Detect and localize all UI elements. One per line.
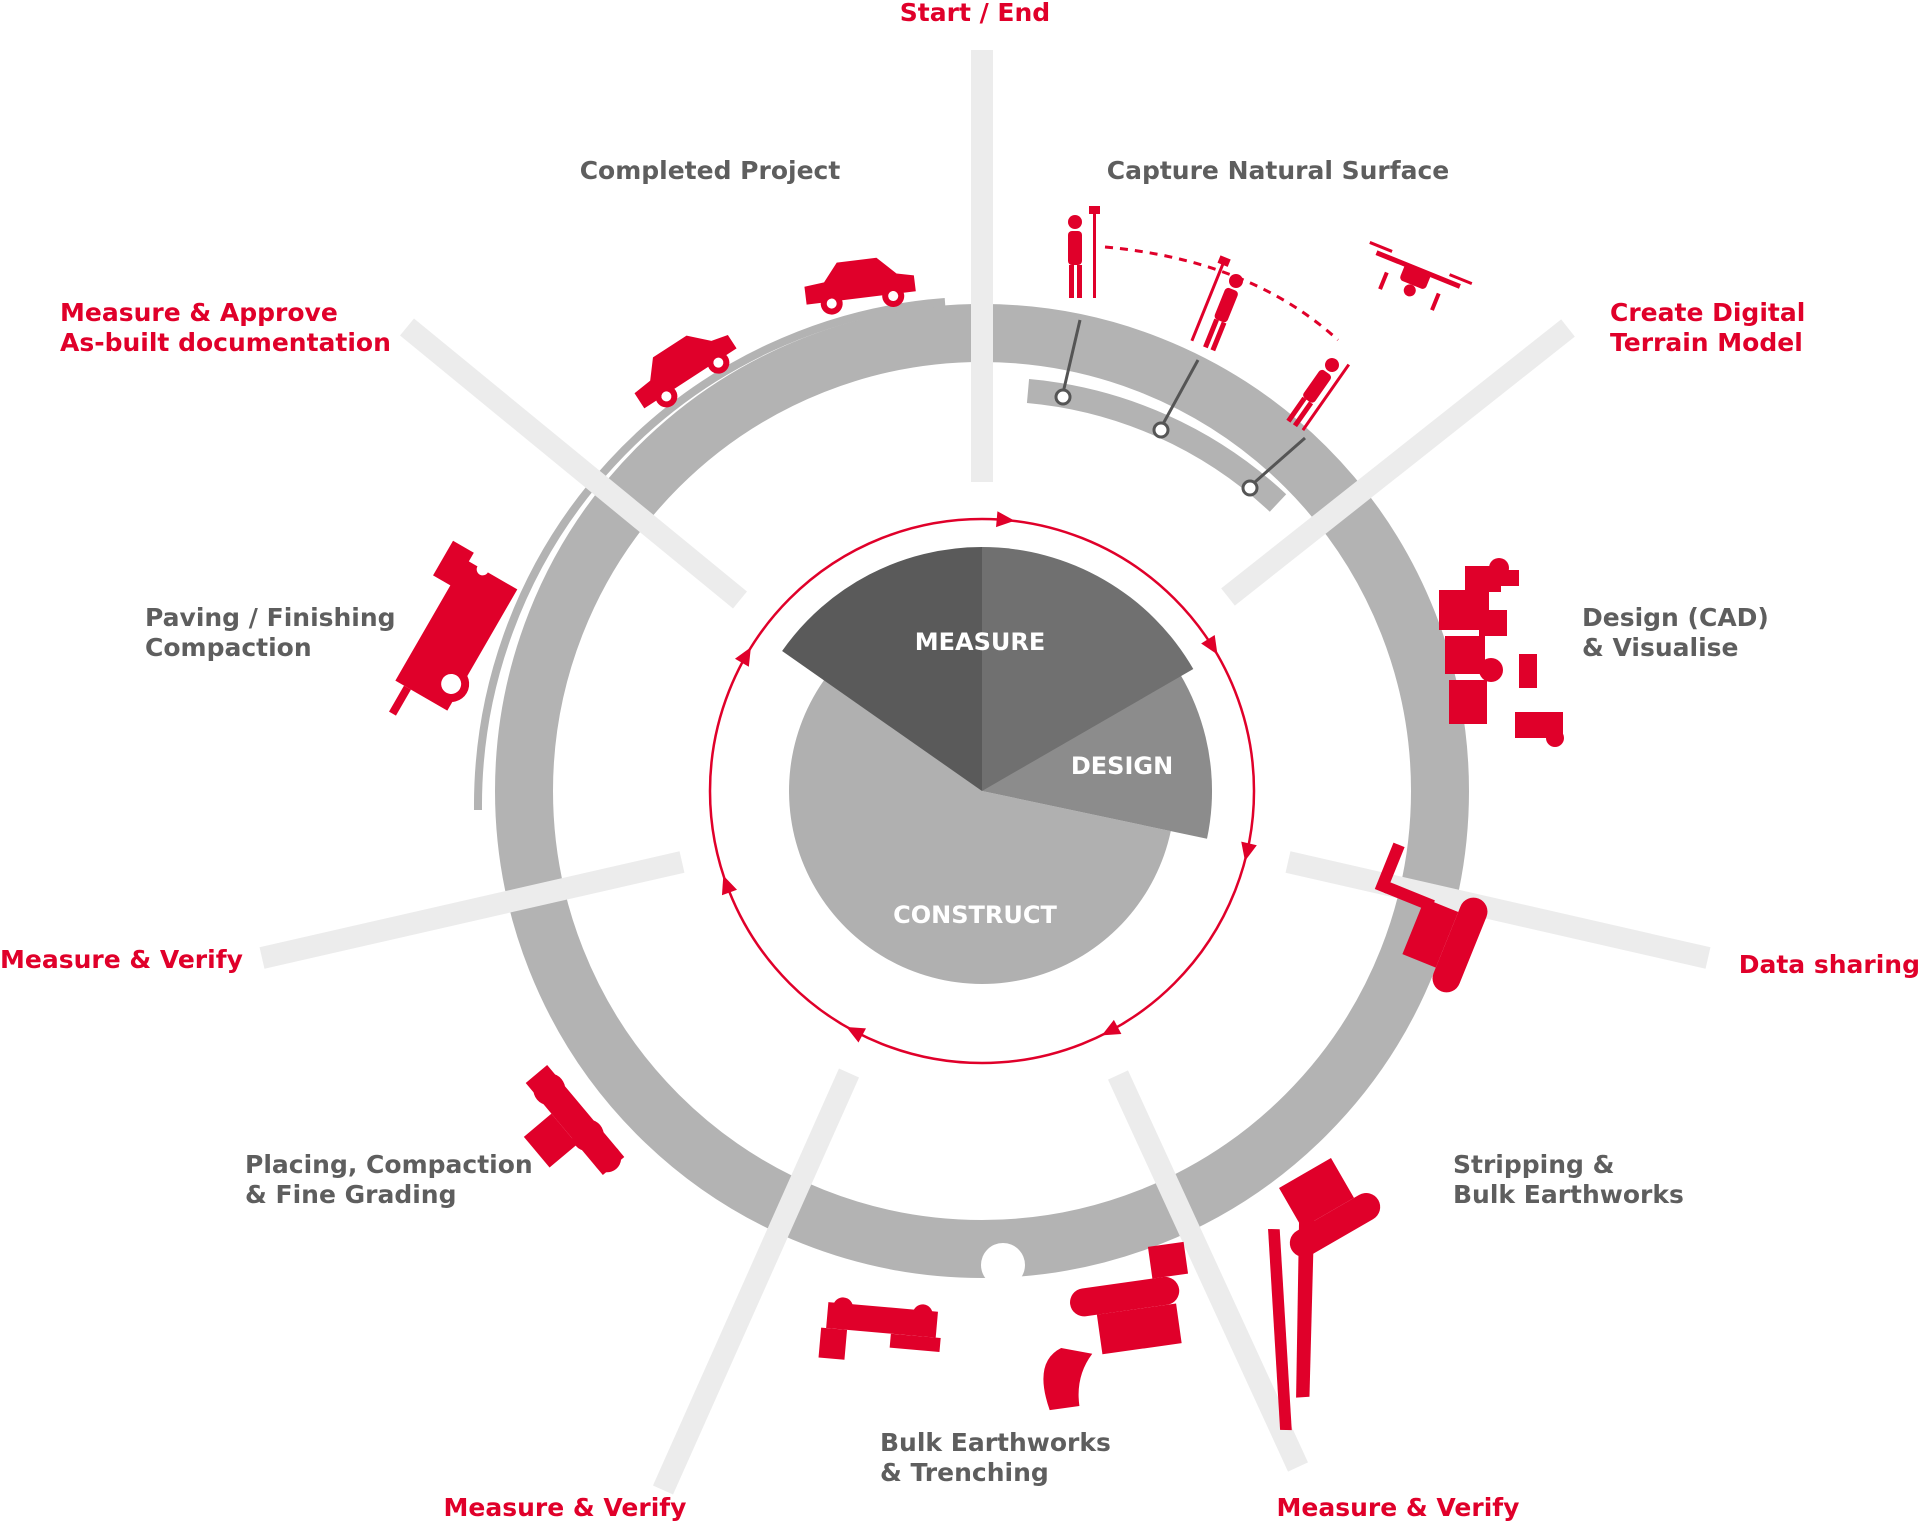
survey-dotted-path — [1104, 245, 1340, 342]
activity-label-capture: Capture Natural Surface — [1106, 156, 1450, 185]
survey-poles — [1054, 319, 1306, 497]
surveyor-icon — [1190, 255, 1243, 352]
spoke-bottom-left — [652, 1068, 860, 1495]
activity-label-design-cad: Design (CAD) & Visualise — [1582, 603, 1769, 662]
cycle-arrow — [721, 875, 737, 896]
cycle-arrow — [734, 647, 751, 667]
cycle-arrow — [1201, 635, 1218, 655]
stage-label-data-sharing: Data sharing — [1738, 950, 1920, 979]
cycle-circle — [708, 517, 1256, 1065]
activity-label-stripping: Stripping & Bulk Earthworks — [1453, 1150, 1684, 1209]
surveyor-icon — [1286, 358, 1351, 431]
spokes — [259, 50, 1711, 1495]
activity-label-bulk-trenching: Bulk Earthworks & Trenching — [880, 1428, 1111, 1487]
grader-icon — [818, 1297, 941, 1360]
cycle-arrow — [846, 1026, 867, 1043]
measure-label: MEASURE — [914, 628, 1046, 656]
spoke-left — [259, 851, 685, 969]
stage-label-create-dtm: Create Digital Terrain Model — [1610, 298, 1806, 357]
stage-label-start-end: Start / End — [899, 0, 1051, 27]
spoke-top-left — [400, 318, 747, 609]
cycle-arrows — [721, 511, 1257, 1043]
stage-label-verify-bottom-right: Measure & Verify — [1276, 1493, 1520, 1522]
activity-label-paving: Paving / Finishing Compaction — [145, 603, 396, 662]
spoke-bottom-right — [1108, 1070, 1308, 1472]
cycle-arrow — [1101, 1019, 1122, 1036]
measure-segment-left — [782, 547, 982, 791]
measure-segment-right — [982, 547, 1194, 791]
spoke-top-right — [1221, 319, 1575, 606]
stage-label-verify-bottom-left: Measure & Verify — [443, 1493, 687, 1522]
car-icon — [634, 335, 737, 409]
activity-label-placing: Placing, Compaction & Fine Grading — [245, 1150, 533, 1209]
cycle-arrow — [996, 511, 1015, 528]
excavator-icon — [1374, 842, 1488, 993]
stage-label-verify-left: Measure & Verify — [0, 945, 243, 974]
cycle-arrow — [1241, 841, 1257, 861]
outer-ring-arc — [473, 298, 946, 811]
ring-bump — [981, 1243, 1025, 1287]
surveyor-icon — [1068, 206, 1100, 298]
drone-icon — [1369, 241, 1473, 311]
spoke-right — [1285, 851, 1711, 969]
workstation-icon — [1439, 558, 1564, 747]
car-icon — [804, 257, 916, 315]
construct-label: CONSTRUCT — [893, 901, 1057, 929]
dozer-icon — [1043, 1241, 1189, 1411]
roller-icon — [523, 1065, 625, 1175]
pie — [782, 547, 1213, 984]
excavator-icon — [1268, 1158, 1381, 1431]
paver-icon — [389, 540, 518, 716]
design-label: DESIGN — [1070, 752, 1174, 780]
stage-label-approve: Measure & Approve As-built documentation — [60, 298, 391, 357]
icons — [389, 206, 1564, 1431]
activity-label-completed: Completed Project — [579, 156, 841, 185]
